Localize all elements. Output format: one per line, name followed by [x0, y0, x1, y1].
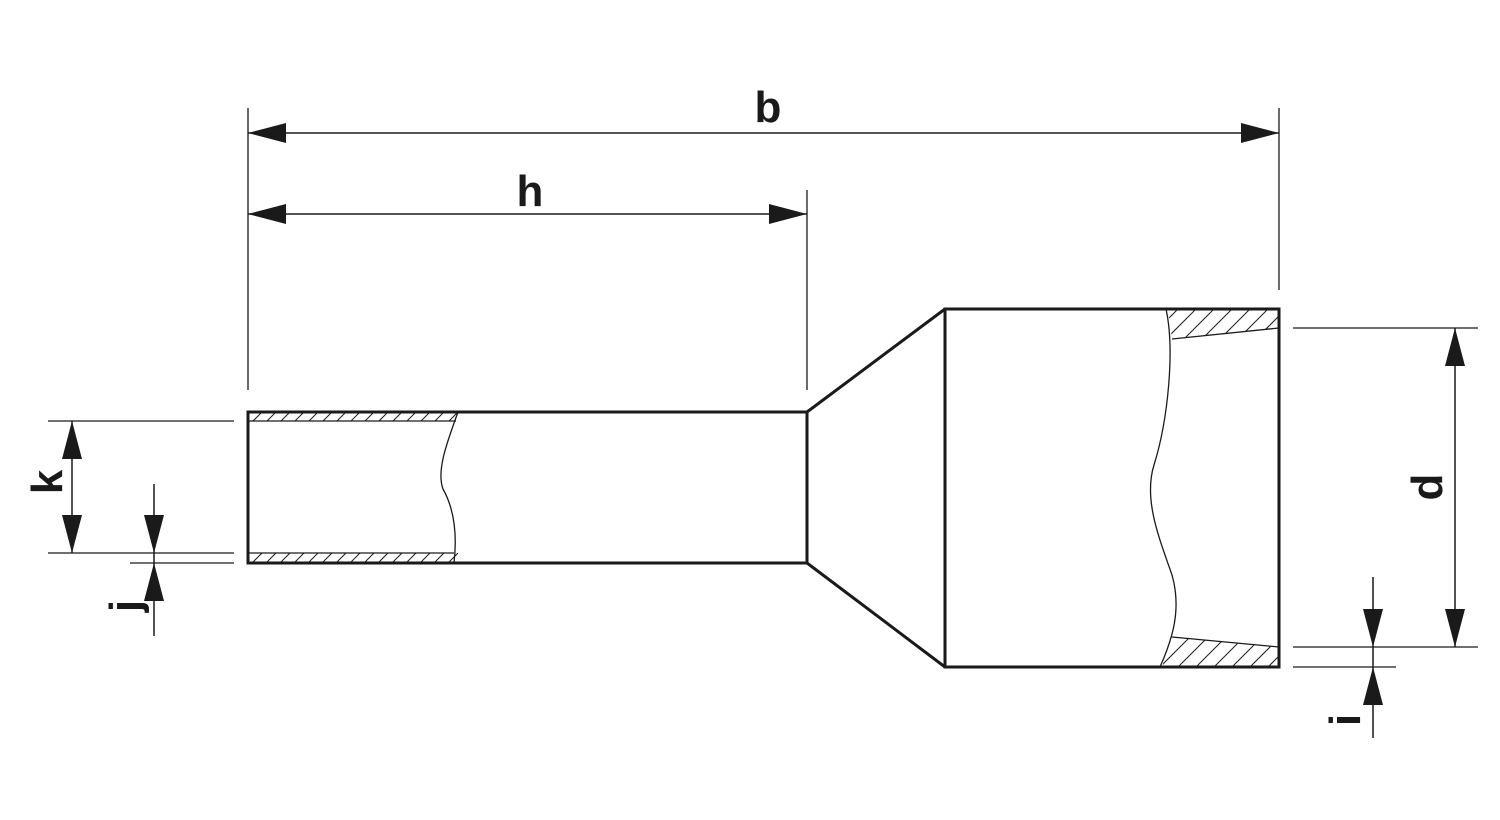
hatch-line — [434, 412, 445, 421]
hatch-line — [1177, 637, 1210, 667]
hatch-line — [336, 412, 347, 421]
label-h: h — [517, 167, 544, 216]
label-k: k — [23, 469, 72, 494]
hatch-line — [1129, 309, 1160, 340]
hatch-line — [350, 412, 361, 421]
hatch-line — [434, 553, 445, 562]
collar-break-line — [1149, 308, 1177, 668]
hatch-line — [336, 553, 347, 562]
hatch-line — [1168, 309, 1179, 339]
label-b: b — [755, 83, 782, 132]
hatch-line — [1162, 637, 1192, 667]
hatch-line — [364, 553, 375, 562]
hatch-line — [364, 412, 375, 421]
dimension-j — [144, 484, 164, 636]
hatch-line — [1200, 309, 1233, 339]
cone-outline — [806, 307, 946, 669]
hatch-line — [1231, 637, 1264, 667]
hatch-line — [294, 412, 305, 421]
hatch-line — [1267, 637, 1279, 667]
label-j: j — [101, 600, 150, 613]
hatch-line — [448, 412, 458, 421]
dimension-d — [1445, 328, 1465, 647]
hatch-line — [294, 553, 305, 562]
hatch-line — [308, 412, 319, 421]
hatch-line — [1182, 309, 1215, 339]
tube-wall-hatch-bottom — [248, 553, 458, 562]
dimension-i — [1363, 577, 1383, 738]
hatch-line — [420, 553, 431, 562]
hatch-line — [308, 553, 319, 562]
hatch-line — [266, 412, 277, 421]
label-d: d — [1403, 474, 1452, 501]
hatch-line — [350, 553, 361, 562]
hatch-line — [392, 553, 403, 562]
hatch-line — [406, 553, 417, 562]
hatch-line — [1254, 309, 1279, 339]
dimension-k — [62, 421, 82, 553]
hatch-line — [1162, 637, 1174, 667]
hatch-line — [1218, 309, 1251, 339]
hatch-line — [378, 412, 389, 421]
hatch-line — [322, 553, 333, 562]
hatch-line — [1249, 637, 1279, 667]
hatch-line — [266, 553, 277, 562]
ferrule-body — [246, 307, 1281, 669]
collar-outline — [943, 307, 1281, 669]
hatch-line — [280, 553, 291, 562]
hatch-line — [252, 553, 263, 562]
hatch-line — [420, 412, 431, 421]
hatch-line — [322, 412, 333, 421]
dimension-b — [248, 123, 1279, 143]
hatch-line — [378, 553, 389, 562]
tube-wall-hatch-top — [248, 412, 458, 421]
dimension-h — [248, 204, 807, 224]
hatch-line — [392, 412, 403, 421]
tube-outline — [246, 410, 809, 565]
collar-inner-taper-bottom — [1171, 636, 1280, 648]
hatch-line — [448, 553, 458, 562]
tube-break-line — [440, 411, 459, 564]
hatch-line — [252, 412, 263, 421]
hatch-line — [406, 412, 417, 421]
hatch-line — [1213, 637, 1246, 667]
label-i: i — [1321, 714, 1370, 726]
hatch-line — [1124, 636, 1155, 667]
extension-lines — [48, 108, 1478, 668]
hatch-line — [1236, 309, 1269, 339]
hatch-line — [280, 412, 291, 421]
